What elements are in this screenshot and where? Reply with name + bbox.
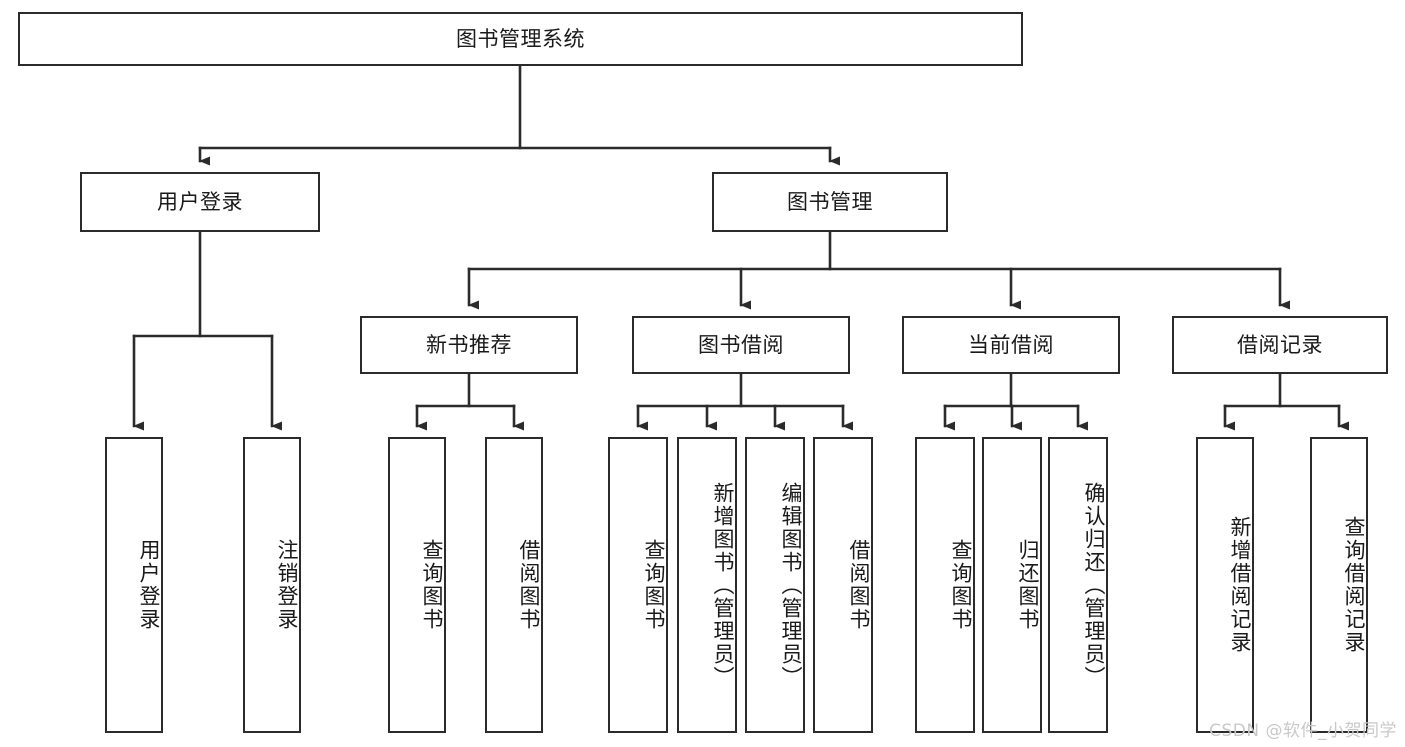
node-leaf-add-book[interactable]: 新增图书（管理员） (677, 437, 737, 733)
node-leaf-query-record-label: 查询借阅记录 (1342, 516, 1366, 654)
node-leaf-user-login-label: 用户登录 (137, 539, 161, 631)
node-leaf-borrow-book-label: 借阅图书 (847, 539, 871, 631)
node-book-borrow[interactable]: 图书借阅 (632, 316, 850, 374)
node-leaf-edit-book-label: 编辑图书（管理员） (779, 481, 803, 689)
node-leaf-user-login[interactable]: 用户登录 (105, 437, 163, 733)
node-leaf-query-book-cur[interactable]: 查询图书 (915, 437, 975, 733)
node-leaf-add-record-label: 新增借阅记录 (1228, 516, 1252, 654)
node-leaf-query-book-borrow-label: 查询图书 (642, 539, 666, 631)
node-root[interactable]: 图书管理系统 (18, 12, 1023, 66)
node-leaf-borrow-book-rec[interactable]: 借阅图书 (485, 437, 543, 733)
node-current-borrow[interactable]: 当前借阅 (902, 316, 1120, 374)
node-leaf-query-book-rec[interactable]: 查询图书 (388, 437, 446, 733)
node-leaf-borrow-book-rec-label: 借阅图书 (517, 539, 541, 631)
node-borrow-record[interactable]: 借阅记录 (1172, 316, 1388, 374)
node-leaf-borrow-book[interactable]: 借阅图书 (813, 437, 873, 733)
node-new-book-recommend[interactable]: 新书推荐 (360, 316, 578, 374)
node-leaf-query-record[interactable]: 查询借阅记录 (1310, 437, 1368, 733)
node-leaf-edit-book[interactable]: 编辑图书（管理员） (745, 437, 805, 733)
node-leaf-query-book-rec-label: 查询图书 (420, 539, 444, 631)
node-leaf-return-book[interactable]: 归还图书 (982, 437, 1042, 733)
node-new-book-recommend-label: 新书推荐 (426, 332, 512, 357)
node-leaf-query-book-borrow[interactable]: 查询图书 (608, 437, 668, 733)
node-leaf-return-book-label: 归还图书 (1016, 539, 1040, 631)
node-current-borrow-label: 当前借阅 (968, 332, 1054, 357)
node-leaf-confirm-return-label: 确认归还（管理员） (1082, 481, 1106, 689)
node-user-login-label: 用户登录 (157, 189, 243, 214)
node-book-manage-label: 图书管理 (787, 189, 873, 214)
node-book-borrow-label: 图书借阅 (698, 332, 784, 357)
node-book-manage[interactable]: 图书管理 (712, 172, 948, 232)
node-borrow-record-label: 借阅记录 (1237, 332, 1323, 357)
node-leaf-logout-label: 注销登录 (275, 539, 299, 631)
node-leaf-add-book-label: 新增图书（管理员） (711, 481, 735, 689)
node-leaf-logout[interactable]: 注销登录 (243, 437, 301, 733)
csdn-watermark: CSDN @软件_小贺同学 (1209, 721, 1397, 741)
node-leaf-confirm-return[interactable]: 确认归还（管理员） (1048, 437, 1108, 733)
node-leaf-add-record[interactable]: 新增借阅记录 (1196, 437, 1254, 733)
node-root-label: 图书管理系统 (456, 26, 585, 51)
node-leaf-query-book-cur-label: 查询图书 (949, 539, 973, 631)
node-user-login[interactable]: 用户登录 (80, 172, 320, 232)
